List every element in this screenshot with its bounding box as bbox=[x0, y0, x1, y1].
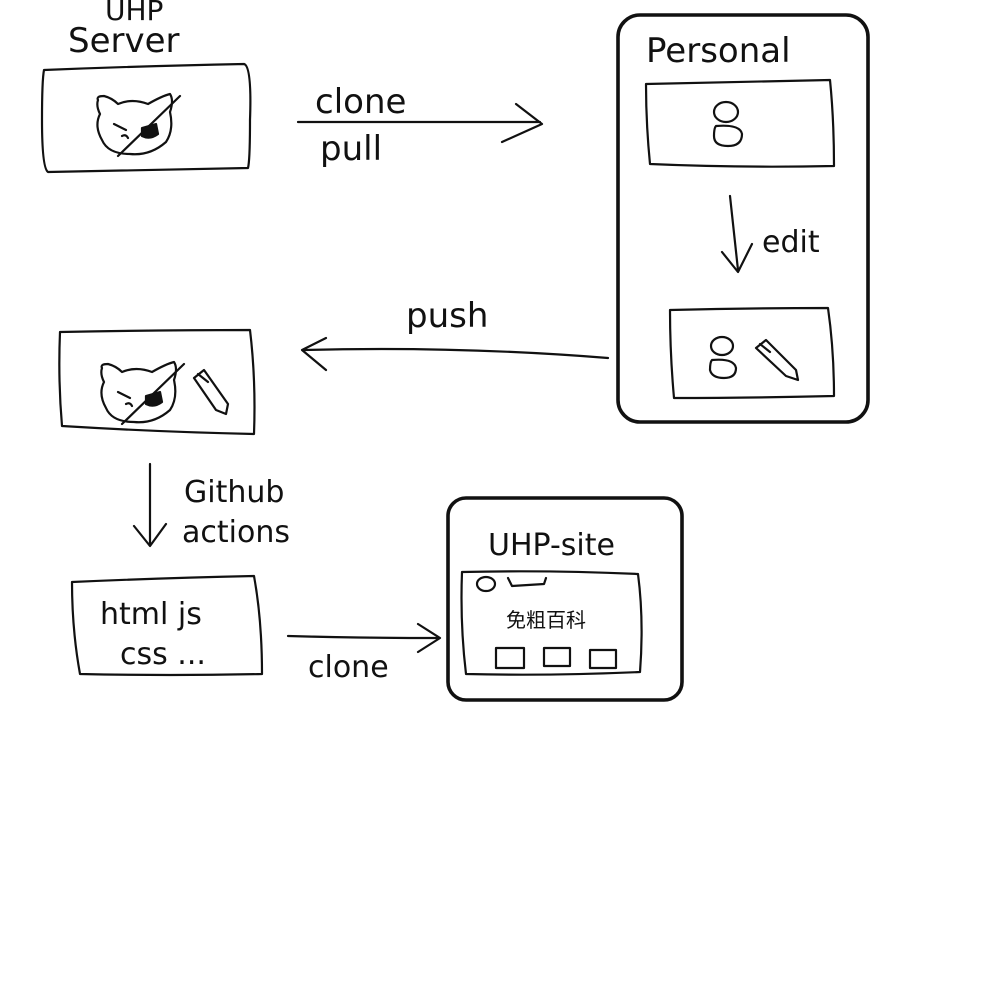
personal-repo-box-after bbox=[668, 306, 836, 400]
site-nav-icon bbox=[506, 576, 548, 588]
build-output-box bbox=[70, 574, 264, 677]
edit-arrow bbox=[720, 194, 754, 274]
build-output-line1: html js bbox=[100, 597, 202, 632]
github-actions-label-line1: Github bbox=[184, 475, 284, 510]
site-card-icon bbox=[588, 648, 618, 670]
personal-repo-box-before bbox=[644, 78, 836, 168]
site-preview-frame bbox=[460, 570, 643, 676]
uhp-server-box bbox=[40, 62, 252, 174]
personal-panel bbox=[616, 13, 870, 424]
push-label: push bbox=[406, 296, 488, 336]
clone-deploy-arrow bbox=[286, 622, 442, 654]
uhp-server-title-line2: Server bbox=[68, 21, 180, 61]
cat-mascot-icon bbox=[96, 92, 182, 158]
clone-deploy-label: clone bbox=[308, 650, 389, 685]
github-actions-label-line2: actions bbox=[182, 515, 290, 550]
updated-server-box bbox=[58, 328, 256, 436]
github-actions-arrow bbox=[132, 462, 168, 548]
build-output-line2: css ... bbox=[120, 637, 206, 672]
uhp-server-title-line1: UHP bbox=[105, 0, 163, 27]
clone-pull-arrow bbox=[296, 102, 544, 144]
site-logo-icon bbox=[475, 575, 497, 593]
cat-mascot-icon bbox=[100, 360, 186, 426]
uhp-site-title: UHP-site bbox=[488, 528, 615, 563]
site-heading: 免粗百科 bbox=[506, 608, 586, 632]
clone-pull-label-pull: pull bbox=[320, 129, 382, 169]
site-card-icon bbox=[494, 646, 526, 670]
person-icon bbox=[712, 100, 744, 148]
personal-title: Personal bbox=[646, 31, 791, 71]
uhp-site-panel bbox=[446, 496, 684, 702]
pencil-icon bbox=[192, 368, 230, 416]
clone-pull-label-clone: clone bbox=[315, 82, 406, 122]
person-icon bbox=[708, 335, 738, 380]
push-arrow bbox=[300, 336, 610, 372]
pencil-icon bbox=[754, 338, 800, 382]
site-card-icon bbox=[542, 646, 572, 668]
edit-label: edit bbox=[762, 225, 820, 260]
